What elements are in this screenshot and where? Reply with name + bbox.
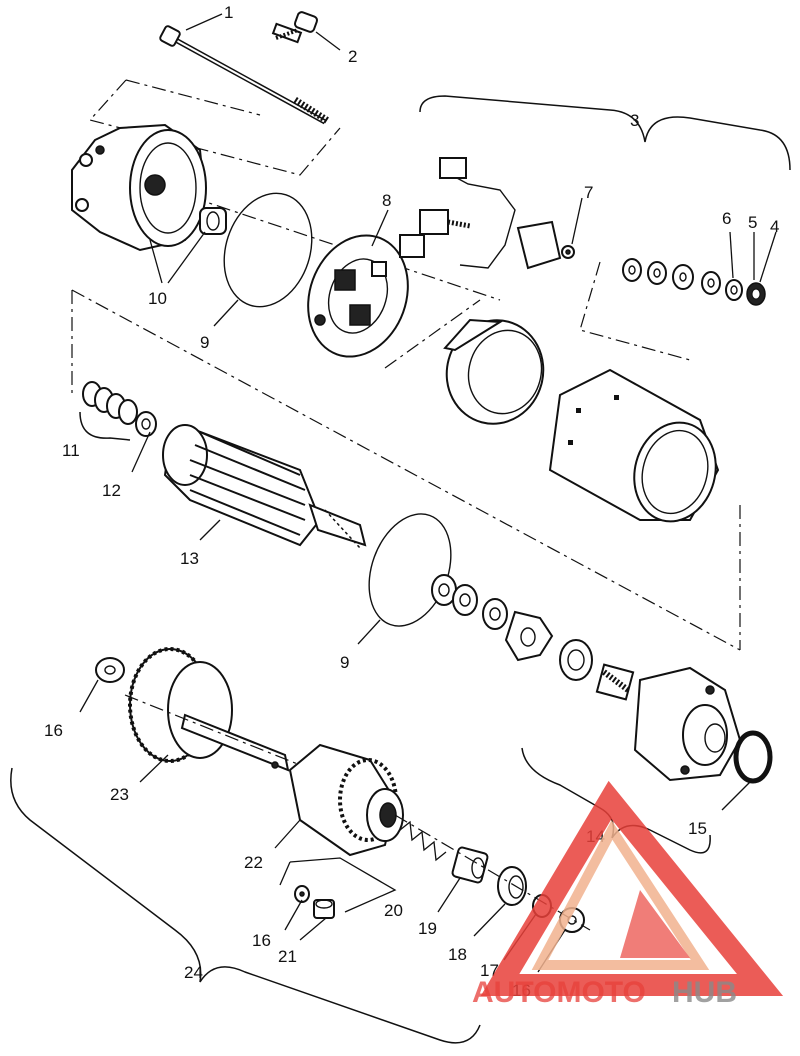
- o-ring: [733, 730, 773, 784]
- callout-10: 10: [148, 289, 167, 308]
- callout-24: 24: [184, 963, 203, 982]
- bushing: [199, 207, 227, 235]
- screw: [271, 11, 319, 44]
- brush-housing: [443, 318, 545, 425]
- callout-2: 2: [348, 47, 357, 66]
- callout-19: 19: [418, 919, 437, 938]
- callout-16-left: 16: [44, 721, 63, 740]
- brace-24: [10, 767, 481, 1044]
- brush-assembly: [399, 157, 562, 270]
- callout-13: 13: [180, 549, 199, 568]
- callout-21: 21: [278, 947, 297, 966]
- armature: [162, 424, 367, 549]
- callout-23: 23: [110, 785, 129, 804]
- stop-ring: [497, 866, 527, 906]
- washer: [95, 657, 125, 683]
- callout-5: 5: [748, 213, 757, 232]
- bearing: [559, 639, 593, 681]
- brace-3: [419, 95, 791, 171]
- washer: [135, 411, 157, 437]
- planetary-gear-shaft: [128, 647, 290, 772]
- overrunning-clutch: [288, 743, 404, 857]
- washer-stack: [622, 258, 766, 306]
- o-ring: [368, 513, 452, 627]
- watermark-logo: [480, 780, 784, 996]
- watermark-text-automoto: AUTOMOTO: [472, 976, 646, 1009]
- callout-1: 1: [224, 3, 233, 22]
- through-bolt: [159, 25, 330, 125]
- callout-9-lower: 9: [340, 653, 349, 672]
- callout-12: 12: [102, 481, 121, 500]
- callout-6: 6: [722, 209, 731, 228]
- watermark-text-hub: HUB: [672, 976, 737, 1009]
- callout-18: 18: [448, 945, 467, 964]
- shim-washers: [431, 574, 508, 630]
- lock-plate: [504, 610, 554, 662]
- brush-holder: [307, 234, 409, 358]
- callout-9-upper: 9: [200, 333, 209, 352]
- collar: [451, 846, 489, 884]
- rear-housing: [633, 666, 742, 782]
- callout-22: 22: [244, 853, 263, 872]
- callout-15: 15: [688, 819, 707, 838]
- spring: [399, 820, 447, 862]
- callout-3: 3: [630, 111, 639, 130]
- watermark-text: AUTOMOTO HUB: [472, 976, 737, 1009]
- front-cover: [71, 123, 207, 252]
- yoke-housing: [548, 368, 720, 523]
- callout-20: 20: [384, 901, 403, 920]
- spring-pack: [82, 381, 138, 425]
- pin: [313, 899, 335, 919]
- callout-4: 4: [770, 217, 779, 236]
- callout-7: 7: [584, 183, 593, 202]
- o-ring: [223, 192, 313, 308]
- callout-16-bottom: 16: [252, 931, 271, 950]
- needle-bearing: [595, 663, 635, 701]
- callout-8: 8: [382, 191, 391, 210]
- callout-11: 11: [62, 441, 80, 460]
- brace-11: [79, 411, 131, 441]
